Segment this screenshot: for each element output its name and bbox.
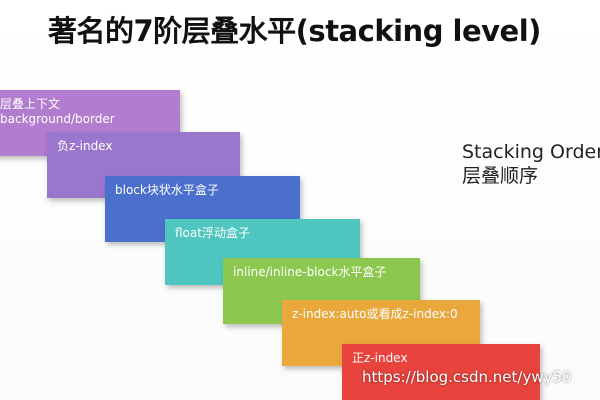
step-label: 正z-index [352, 351, 407, 366]
step-label: 负z-index [57, 139, 112, 154]
step-label: float浮动盒子 [175, 226, 250, 241]
step-label: 层叠上下文 background/border [0, 97, 115, 127]
slide-title: 著名的7阶层叠水平(stacking level) [48, 14, 541, 48]
step-label-line: background/border [0, 112, 115, 126]
step-label: block块状水平盒子 [115, 183, 219, 198]
stacking-step-7-positive-z-index: 正z-index [342, 344, 540, 400]
caption-english: Stacking Order [462, 141, 600, 163]
step-label-line: 层叠上下文 [0, 97, 61, 111]
caption-chinese: 层叠顺序 [462, 165, 539, 187]
step-label-line: float浮动盒子 [175, 226, 250, 240]
step-label-line: inline/inline-block水平盒子 [233, 265, 387, 279]
stacking-order-caption: Stacking Order 层叠顺序 [462, 140, 600, 188]
step-label-line: 正z-index [352, 351, 408, 365]
step-label-line: z-index:auto或看成z-index:0 [292, 307, 458, 321]
step-label-line: 负z-index [57, 139, 113, 153]
step-label: z-index:auto或看成z-index:0 [292, 307, 458, 322]
step-label: inline/inline-block水平盒子 [233, 265, 386, 280]
watermark-url: https://blog.csdn.net/ywy50 [362, 368, 572, 386]
step-label-line: block块状水平盒子 [115, 183, 219, 197]
